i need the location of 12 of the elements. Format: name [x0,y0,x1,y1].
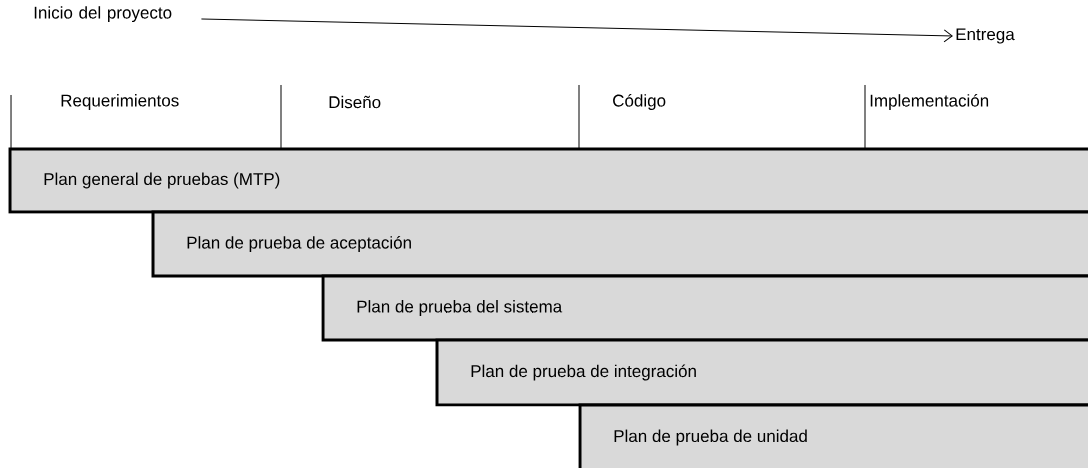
plan-bar: Plan de prueba de aceptación [151,210,1088,278]
phase-label: Diseño [329,95,381,109]
timeline-arrow [200,18,953,43]
plan-bar: Plan de prueba de unidad [578,403,1088,468]
phase-label: Requerimientos [61,94,179,110]
text-label: Inicio del proyecto [34,6,172,23]
plan-bar: Plan de prueba de integración [435,338,1088,407]
phase-label: Implementación [870,93,989,110]
phase-label: Código [613,93,666,110]
plan-bar: Plan de prueba del sistema [321,274,1088,342]
plan-bar: Plan general de pruebas (MTP) [8,147,1088,214]
text-label: Entrega [956,28,1015,44]
